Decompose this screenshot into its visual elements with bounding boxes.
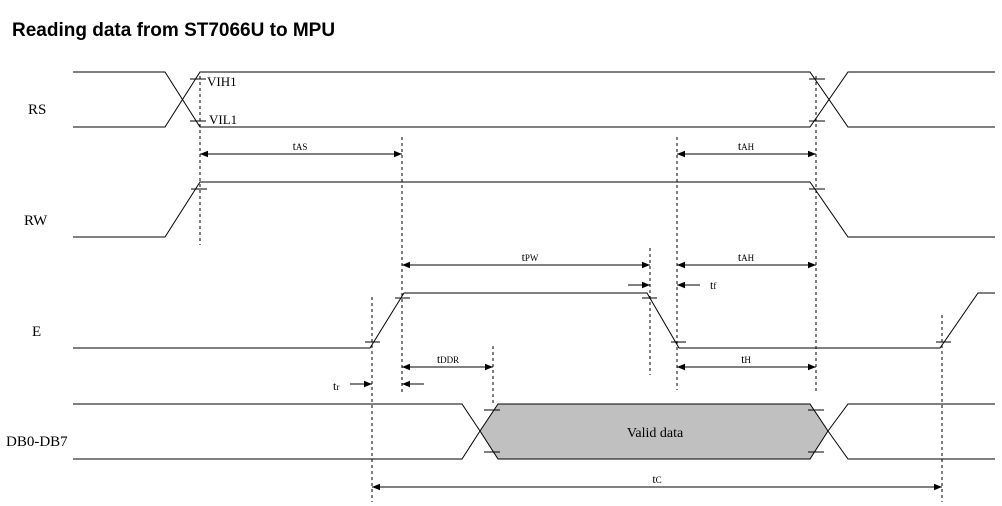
level-label-vih1: VIH1 <box>207 74 237 89</box>
db-waveform <box>73 403 995 460</box>
timing-label-tpw: tPW <box>522 250 539 264</box>
rs-waveform <box>73 71 995 128</box>
rw-waveform <box>73 181 995 238</box>
timing-label-tf: tf <box>710 278 716 292</box>
timing-label-th: tH <box>741 352 751 366</box>
rs-level-ticks <box>190 78 825 122</box>
db-level-ticks <box>484 409 824 453</box>
timing-label-tah-rs: tAH <box>738 139 755 153</box>
e-waveform <box>73 292 995 349</box>
timing-label-tc: tC <box>652 472 661 486</box>
timing-label-tr: tr <box>333 379 339 393</box>
timing-label-tas: tAS <box>293 139 308 153</box>
timing-arrows <box>200 150 942 491</box>
signal-label-rw: RW <box>24 213 48 229</box>
signal-label-e: E <box>32 324 41 340</box>
level-label-vil1: VIL1 <box>209 112 237 127</box>
signal-label-rs: RS <box>28 102 46 118</box>
signal-label-db: DB0-DB7 <box>6 434 68 450</box>
valid-data-label: Valid data <box>627 426 684 441</box>
e-level-ticks <box>365 297 951 343</box>
timing-label-tddr: tDDR <box>437 352 459 366</box>
diagram-title: Reading data from ST7066U to MPU <box>12 20 336 41</box>
timing-label-tah-rw: tAH <box>738 250 755 264</box>
